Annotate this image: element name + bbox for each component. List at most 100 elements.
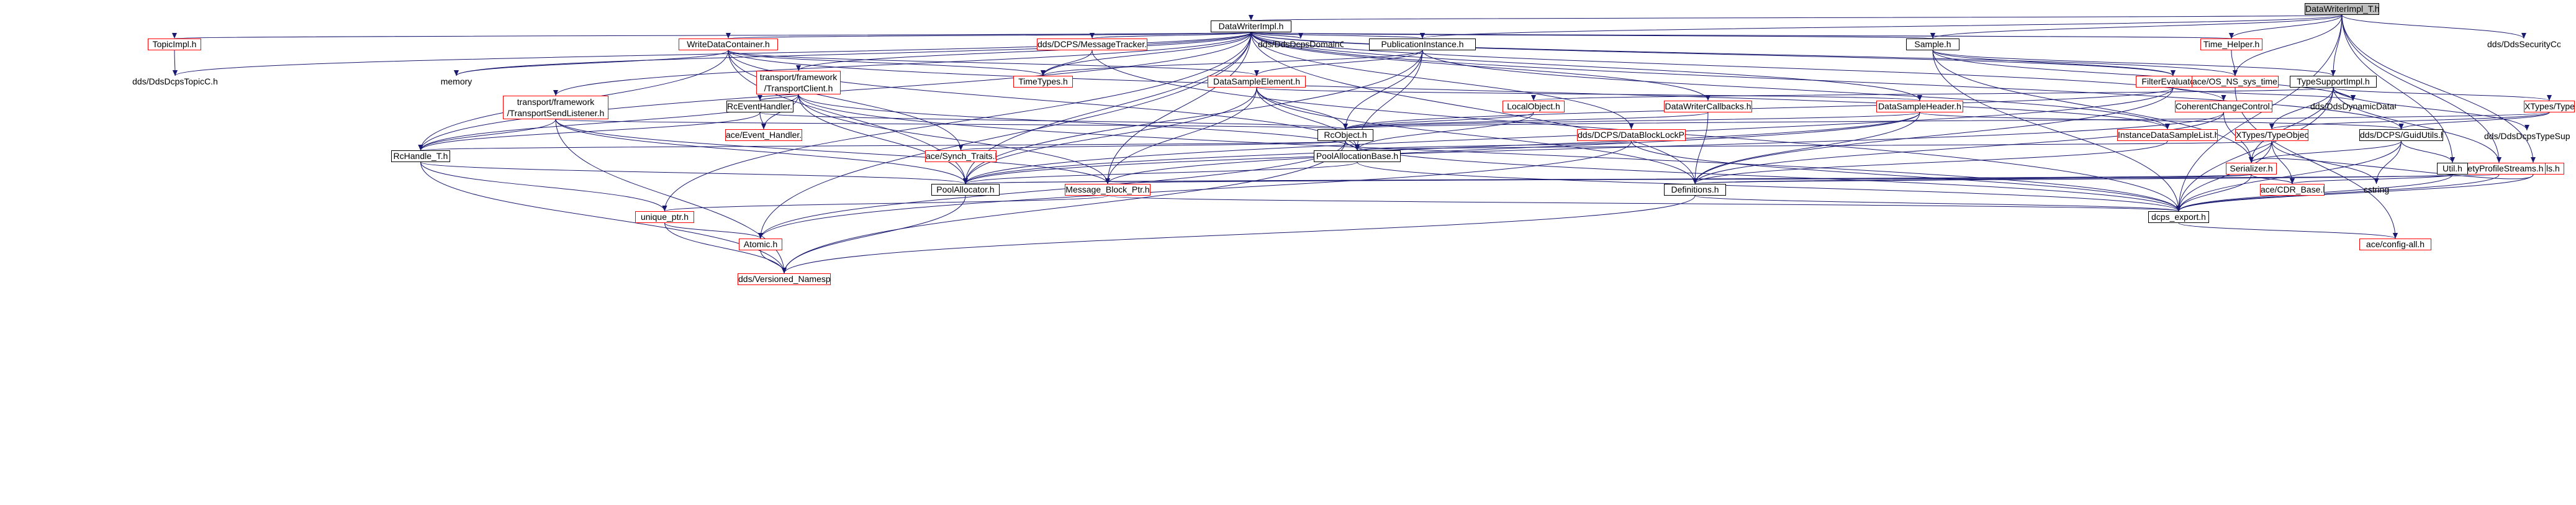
node-type-support-impl[interactable]: TypeSupportImpl.h [2290, 76, 2377, 88]
edge-localObject-to-poolAllocBase [1355, 112, 1534, 151]
node-unique-ptr[interactable]: unique_ptr.h [635, 211, 694, 223]
node-pool-alloc-base[interactable]: PoolAllocationBase.h [1314, 150, 1401, 162]
node-ace-synch-traits[interactable]: ace/Synch_Traits.h [925, 150, 997, 162]
node-atomic[interactable]: Atomic.h [739, 239, 782, 250]
edge-root-to-timeHelper [2229, 14, 2343, 39]
edge-transportClient-to-dcpsExport [798, 94, 2181, 212]
edge-sample-to-dynamicDataC [1932, 50, 2356, 101]
edge-dwi-to-atomic [758, 32, 1252, 239]
node-type-support-ext-c[interactable]: dds/DdsDcpsTypeSupportExtC.h [2484, 131, 2570, 141]
edge-safetyProfile-to-dcpsExport [2176, 174, 2500, 212]
edge-dataBlockLock-to-poolAllocBase [1355, 140, 1632, 151]
node-rc-event-handler[interactable]: RcEventHandler.h [726, 101, 793, 112]
node-rc-object[interactable]: RcObject.h [1317, 129, 1373, 141]
node-memory[interactable]: memory [440, 76, 472, 86]
node-pub-inst[interactable]: PublicationInstance.h [1369, 39, 1476, 50]
edge-dwi-to-wdc [726, 32, 1252, 39]
node-msg-block-ptr[interactable]: Message_Block_Ptr.h [1065, 184, 1150, 196]
edge-xtypesLookup-to-guidUtils [2398, 112, 2550, 130]
node-cstring[interactable]: cstring [2363, 184, 2390, 194]
edge-atomic-to-versionedNs [760, 250, 787, 274]
node-dwi[interactable]: DataWriterImpl.h [1211, 20, 1291, 32]
node-time-helper[interactable]: Time_Helper.h [2200, 39, 2262, 50]
node-transport-client[interactable]: transport/framework /TransportClient.h [756, 71, 841, 94]
node-sec-c[interactable]: dds/DdsSecurityCoreC.h [2487, 39, 2560, 49]
edge-guidUtils-to-cstring [2374, 140, 2402, 184]
edge-dwi-to-transportClient [796, 32, 1252, 71]
edge-dse-to-definitions [1256, 87, 1697, 184]
node-rc-handle[interactable]: RcHandle_T.h [391, 150, 450, 162]
edge-typeSupportImpl-to-typeSupportExtC [2333, 87, 2529, 131]
edge-timeHelper-to-osNsSysTime [2231, 50, 2238, 76]
node-data-block-lock[interactable]: dds/DCPS/DataBlockLockPool.h [1577, 129, 1686, 141]
edge-transportClient-to-poolAllocator [798, 94, 968, 184]
edge-rcObject-to-versionedNs [782, 140, 1346, 274]
edge-wdc-to-poolAllocBase [728, 50, 1360, 151]
edge-typeSupportImpl-to-dcpsExport [2176, 87, 2334, 212]
edge-dsh-to-msgBlockPtr [1105, 112, 1920, 184]
node-dw-callbacks[interactable]: DataWriterCallbacks.h [1664, 101, 1752, 112]
edge-rcObject-to-aceSynchTraits [959, 140, 1346, 151]
node-local-object[interactable]: LocalObject.h [1503, 101, 1565, 112]
node-dynamic-data-c[interactable]: dds/DdsDynamicDataC.h [2310, 101, 2396, 111]
node-util[interactable]: Util.h [2437, 163, 2468, 175]
node-xtypes-type-object[interactable]: XTypes/TypeObject.h [2235, 129, 2308, 141]
edge-typeSupportImpl-to-dynamicDataC [2333, 87, 2356, 101]
edge-definitions-to-dcpsExport [1694, 195, 2181, 212]
node-instance-data-sample-list[interactable]: InstanceDataSampleList.h [2117, 129, 2218, 141]
edge-guidUtils-to-dcpsExport [2176, 140, 2402, 212]
edge-dwCallbacks-to-rcObject [1343, 112, 1709, 130]
edge-wdc-to-timeTypes [728, 50, 1046, 76]
node-safety-profile[interactable]: SafetyProfileStreams.h [2452, 163, 2546, 175]
node-xtypes-lookup[interactable]: XTypes/TypeLookupService.h [2524, 101, 2575, 112]
edge-dwi-to-osNsSysTime [1250, 32, 2238, 76]
node-domain-c[interactable]: dds/DdsDcpsDomainC.h [1258, 39, 1344, 49]
edge-dataBlockLock-to-atomic [758, 140, 1632, 239]
edge-root-to-dcpsUtils [2341, 14, 2536, 163]
edge-dwi-to-dsh [1250, 32, 1922, 101]
edge-dwi-to-topicImpl [174, 32, 1252, 39]
node-ace-event-handler[interactable]: ace/Event_Handler.h [725, 129, 802, 141]
edge-dwi-to-memory [454, 32, 1252, 76]
node-transport-send[interactable]: transport/framework /TransportSendListen… [503, 96, 608, 119]
node-pool-allocator[interactable]: PoolAllocator.h [931, 184, 1000, 196]
node-ace-config-all[interactable]: ace/config-all.h [2359, 239, 2431, 250]
node-time-types[interactable]: TimeTypes.h [1013, 76, 1073, 88]
edge-util-to-definitions [1693, 174, 2453, 184]
edge-root-to-dwi [1250, 14, 2343, 21]
node-serializer[interactable]: Serializer.h [2226, 163, 2277, 175]
edge-poolAllocBase-to-poolAllocator [963, 162, 1358, 184]
edge-xtypesLookup-to-xtypesTypeObject [2269, 112, 2550, 130]
node-dse[interactable]: DataSampleElement.h [1208, 76, 1306, 88]
edge-rcEventHandler-to-rcHandle [418, 112, 761, 151]
edge-sample-to-dcpsExport [1932, 50, 2181, 212]
node-ace-cdr-base[interactable]: ace/CDR_Base.h [2260, 184, 2325, 196]
edge-util-to-aceCdrBase [2290, 174, 2453, 184]
edge-dsh-to-guidUtils [1919, 112, 2403, 130]
node-topic-impl[interactable]: TopicImpl.h [148, 39, 201, 50]
node-os-ns-sys-time[interactable]: ace/OS_NS_sys_time.h [2192, 76, 2279, 88]
edge-dwi-to-dataBlockLock [1250, 32, 1634, 130]
node-wdc[interactable]: WriteDataContainer.h [679, 39, 778, 50]
node-dsh[interactable]: DataSampleHeader.h [1876, 101, 1963, 112]
edge-dwi-to-msgBlockPtr [1105, 32, 1252, 184]
node-topic-c[interactable]: dds/DdsDcpsTopicC.h [132, 76, 218, 86]
edge-dcpsUtils-to-serializer [2249, 157, 2534, 180]
node-versioned-ns[interactable]: dds/Versioned_Namespace.h [738, 273, 831, 285]
edge-dwi-to-dwCallbacks [1250, 32, 1711, 101]
node-root[interactable]: DataWriterImpl_T.h [2305, 3, 2379, 15]
edge-dwi-to-domainC [1250, 32, 1303, 39]
node-definitions[interactable]: Definitions.h [1664, 184, 1726, 196]
node-msg-tracker[interactable]: dds/DCPS/MessageTracker.h [1037, 39, 1147, 50]
node-guid-utils[interactable]: dds/DCPS/GuidUtils.h [2359, 129, 2443, 141]
edge-root-to-util [2341, 14, 2455, 163]
edge-rcObject-to-atomic [758, 140, 1346, 239]
edge-wdc-to-instanceDataSampleList [728, 50, 2170, 130]
edge-xtypesLookup-to-rcObject [1344, 112, 2550, 130]
node-sample[interactable]: Sample.h [1906, 39, 1959, 50]
edge-dse-to-msgBlockPtr [1105, 87, 1257, 184]
edge-coherent-to-definitions [1692, 112, 2224, 184]
node-dcps-export[interactable]: dcps_export.h [2148, 211, 2209, 223]
node-coherent[interactable]: CoherentChangeControl.h [2175, 101, 2272, 112]
edge-rcObject-to-rcHandle [419, 140, 1346, 151]
